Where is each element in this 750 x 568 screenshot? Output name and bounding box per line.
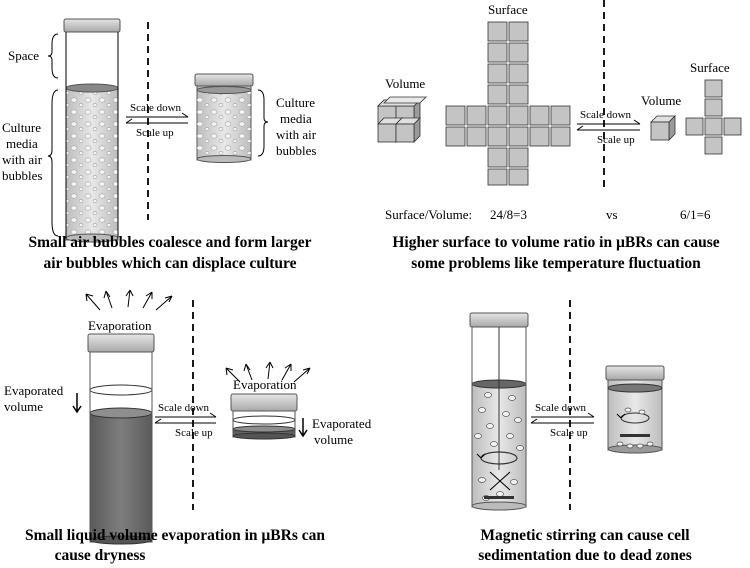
scale-down-arrow-a <box>126 112 189 118</box>
scale-up-arrow-c <box>154 418 216 424</box>
space-label: Space <box>8 48 39 63</box>
evaporated-volume-right-2: volume <box>314 432 353 447</box>
scale-up-arrow-a <box>125 118 188 124</box>
caption-c-line2: cause dryness <box>55 547 146 564</box>
surface-net-small <box>685 79 742 155</box>
evaporation-label-large: Evaporation <box>88 318 152 333</box>
evaporation-arrows-small <box>225 361 311 383</box>
small-cube <box>650 115 676 141</box>
ratio-label: Surface/Volume: <box>385 207 472 222</box>
scale-down-label-a: Scale down <box>130 102 182 114</box>
culture-label-left-3: with air <box>2 152 43 167</box>
scale-up-arrow-b <box>576 125 640 131</box>
volume-label-left: Volume <box>385 76 425 91</box>
scale-down-arrow-c <box>155 412 217 418</box>
ratio-large: 24/8=3 <box>490 207 527 222</box>
small-evaporation-tube <box>230 393 298 440</box>
scale-up-label-a: Scale up <box>136 127 174 139</box>
scale-up-arrow-d <box>530 418 594 424</box>
scale-down-arrow-d <box>531 412 595 418</box>
caption-b-line2: some problems like temperature fluctuati… <box>411 255 701 272</box>
surface-label-top: Surface <box>488 2 528 17</box>
ratio-small: 6/1=6 <box>680 207 711 222</box>
caption-a-line1: Small air bubbles coalesce and form larg… <box>29 234 312 251</box>
culture-label-right-2: media <box>280 111 312 126</box>
caption-c-line1: Small liquid volume evaporation in µBRs … <box>25 527 325 544</box>
scale-up-label-b: Scale up <box>597 134 635 146</box>
stirred-bioreactor-tube <box>469 312 529 511</box>
panel-a: Space Culture media with air bubbles Sca… <box>2 18 317 272</box>
scale-down-label-d: Scale down <box>535 402 587 414</box>
ratio-vs: vs <box>606 207 618 222</box>
panel-b: Volume Surface <box>377 0 742 272</box>
large-bioreactor-tube <box>63 18 121 243</box>
large-evaporation-tube <box>87 333 155 545</box>
culture-label-right-1: Culture <box>276 95 315 110</box>
culture-label-right-3: with air <box>276 127 317 142</box>
evaporated-arrow-right <box>298 418 308 438</box>
surface-label-right: Surface <box>690 60 730 75</box>
evaporated-volume-right-1: Evaporated <box>312 416 372 431</box>
caption-b-line1: Higher surface to volume ratio in µBRs c… <box>392 234 719 251</box>
scale-down-arrow-b <box>577 119 641 125</box>
culture-label-right-4: bubbles <box>276 143 316 158</box>
panel-d: Scale down Scale up Magnetic stirring ca… <box>469 300 692 564</box>
small-stirred-tube <box>605 365 665 454</box>
caption-d-line2: sedimentation due to dead zones <box>478 547 692 564</box>
evaporated-volume-left-2: volume <box>4 399 43 414</box>
evaporation-label-small: Evaporation <box>233 377 297 392</box>
scale-up-label-d: Scale up <box>550 427 588 439</box>
large-cube <box>377 96 427 143</box>
evaporated-arrow-left <box>72 393 82 414</box>
panel-c: Evaporation Evaporated volume Scale down… <box>4 289 372 564</box>
culture-label-left-4: bubbles <box>2 168 42 183</box>
caption-d-line1: Magnetic stirring can cause cell <box>480 527 690 544</box>
evaporated-volume-left-1: Evaporated <box>4 383 64 398</box>
scale-up-label-c: Scale up <box>175 427 213 439</box>
culture-label-left-2: media <box>6 136 38 151</box>
scale-down-label-c: Scale down <box>158 402 210 414</box>
volume-label-right: Volume <box>641 93 681 108</box>
small-bioreactor-tube <box>194 73 254 163</box>
evaporation-arrows-large <box>85 289 173 311</box>
caption-a-line2: air bubbles which can displace culture <box>43 255 296 272</box>
culture-label-left-1: Culture <box>2 120 41 135</box>
surface-net-large <box>445 21 571 186</box>
scale-down-label-b: Scale down <box>580 109 632 121</box>
